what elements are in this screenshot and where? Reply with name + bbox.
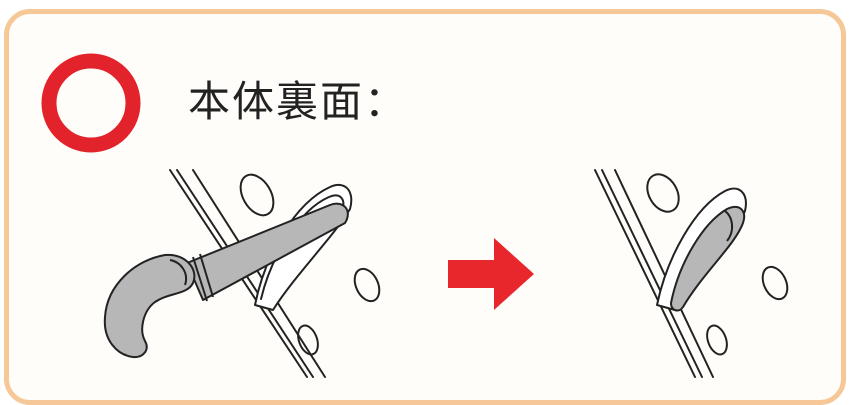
illustration-before	[103, 169, 381, 378]
caption-text: 本体裏面：	[188, 77, 409, 126]
illustration-after	[594, 169, 789, 378]
circle-ok-icon	[41, 53, 141, 153]
right-arrow-icon	[448, 238, 534, 310]
